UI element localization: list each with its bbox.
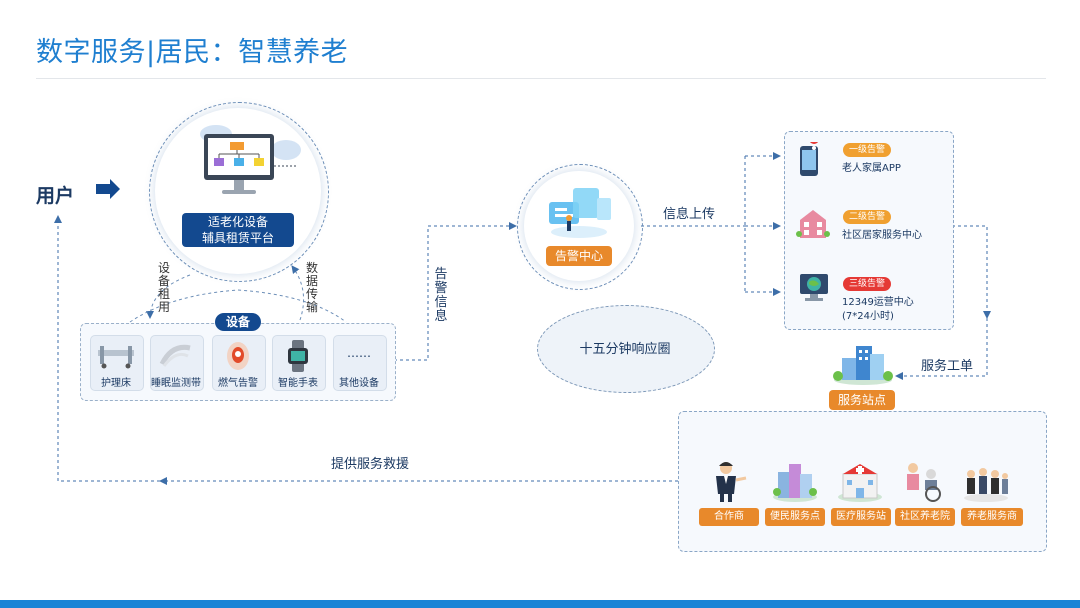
computer-cloud-icon [200,125,301,194]
more-dots-icon: …… [347,346,371,360]
hospital-icon [838,464,882,502]
platform-line1: 适老化设备 [207,215,268,229]
edge-label-transfer: 数据传输 [305,261,318,314]
edge-alerts-to-station [952,225,991,319]
platform-line2: 辅具租赁平台 [201,231,274,245]
service-button-partner[interactable]: 合作商 [699,508,759,526]
sleep-belt-icon [159,344,191,367]
edge-label-rent: 设备租用 [157,261,170,314]
response-circle-label: 十五分钟响应圈 [579,342,671,357]
device-label: 护理床 [101,378,131,389]
alert-badge-level3: 三级告警 [843,277,891,291]
alert-badge-level1: 一级告警 [843,143,891,157]
user-label: 用户 [36,185,75,207]
alert-target-level3: 12349运营中心 [842,297,914,308]
service-station-icon [833,346,893,385]
service-team-icon [964,468,1008,502]
edge-label-work-order: 服务工单 [921,359,974,374]
service-button-convenience[interactable]: 便民服务点 [765,508,825,526]
device-label: 智能手表 [278,378,318,389]
platform-label: 适老化设备 辅具租赁平台 [182,213,294,247]
alert-target-level3-hours: (7*24小时) [842,311,894,322]
gas-alarm-icon [227,342,249,370]
device-tile-nursing-bed[interactable] [90,335,144,391]
edge-label-alarm-info: 告警信息 [434,267,448,324]
device-label: 睡眠监测带 [151,378,201,389]
service-button-provider[interactable]: 养老服务商 [961,508,1023,526]
alarm-center-ring [517,164,643,290]
service-button-nursing-home[interactable]: 社区养老院 [895,508,955,526]
edge-device-to-alarm [394,222,517,361]
monitor-globe-icon [800,274,828,301]
nursing-bed-icon [98,346,134,369]
device-label: 燃气告警 [218,378,258,389]
alert-target-level1: 老人家属APP [842,163,901,174]
devices-title: 设备 [215,313,261,331]
edge-label-upload: 信息上传 [663,207,716,222]
building-icon [796,210,830,238]
elderly-care-icon [907,463,941,502]
platform-circle-ring [149,102,329,282]
response-circle [537,305,715,393]
edge-label-rescue: 提供服务救援 [331,457,410,472]
phone-location-icon [800,142,818,176]
service-buildings-icon [773,464,817,502]
alert-target-level2: 社区居家服务中心 [842,230,922,241]
device-tile-sleep-belt[interactable] [150,335,204,391]
device-tile-other[interactable] [333,335,387,391]
user-arrow-icon [96,179,120,199]
bottom-accent-bar [0,600,1080,608]
service-button-medical[interactable]: 医疗服务站 [831,508,891,526]
page-title: 数字服务|居民：智慧养老 [36,37,349,68]
smart-watch-icon [288,340,308,372]
device-label: 其他设备 [339,378,379,389]
alarm-center-label: 告警中心 [546,246,612,266]
alarm-screens-icon [549,188,611,238]
alert-badge-level2: 二级告警 [843,210,891,224]
service-station-label: 服务站点 [829,390,895,410]
title-divider [36,78,1046,79]
partner-person-icon [716,462,747,502]
edge-rent [146,274,191,319]
